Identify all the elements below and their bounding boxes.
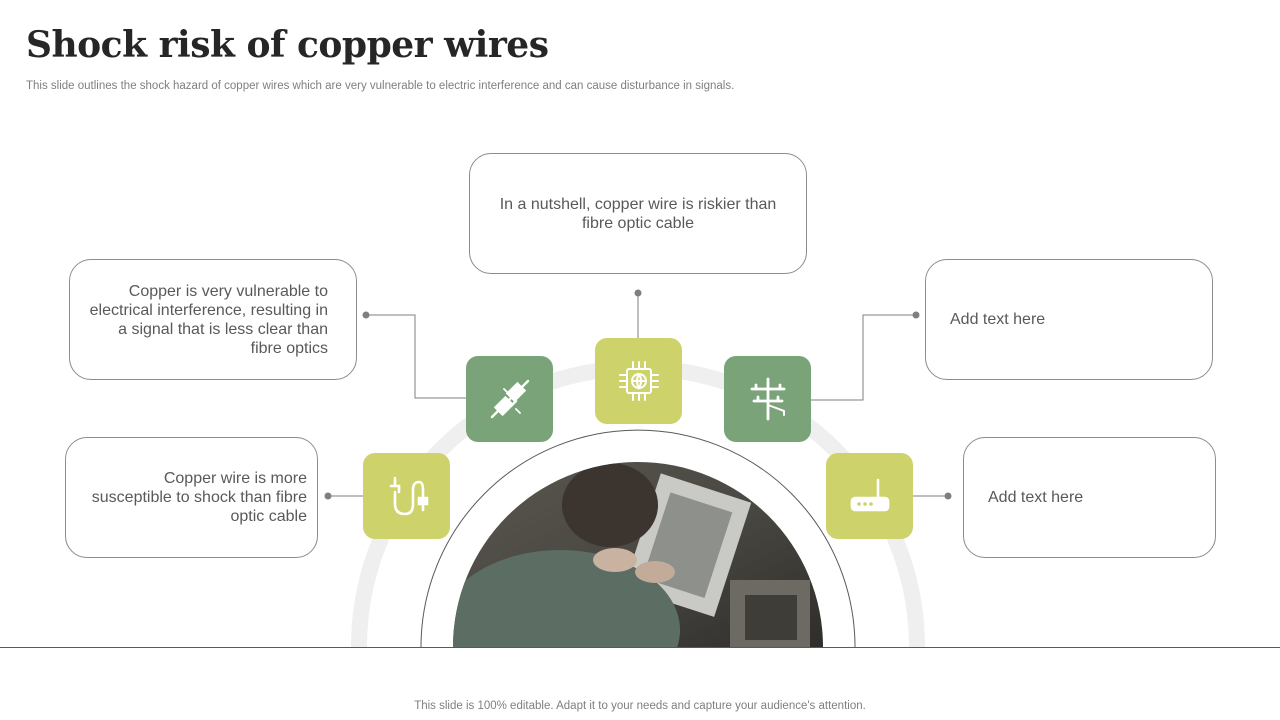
callout-left-lower: Copper wire is more susceptible to shock… xyxy=(65,437,318,558)
tile-router xyxy=(826,453,913,539)
page-title: Shock risk of copper wires xyxy=(26,24,549,66)
tile-broken-plug xyxy=(466,356,553,442)
connectors xyxy=(328,293,948,497)
callout-top-text: In a nutshell, copper wire is riskier th… xyxy=(499,195,777,232)
technician-photo xyxy=(453,462,823,647)
router-icon xyxy=(850,478,889,512)
cable-plug-icon xyxy=(389,476,428,516)
chip-globe-icon xyxy=(618,361,659,401)
callout-top: In a nutshell, copper wire is riskier th… xyxy=(469,153,807,274)
callout-right-upper-text: Add text here xyxy=(950,311,1046,328)
tile-chip-globe xyxy=(595,338,682,424)
callout-right-lower-text: Add text here xyxy=(988,489,1084,506)
callout-right-upper: Add text here xyxy=(925,259,1213,380)
photo-outline-arc xyxy=(420,429,856,648)
page-footer: This slide is 100% editable. Adapt it to… xyxy=(414,700,866,712)
tile-utility-pole xyxy=(724,356,811,442)
page-subtitle: This slide outlines the shock hazard of … xyxy=(26,80,735,92)
broken-plug-icon xyxy=(490,379,529,419)
callout-left-lower-text: Copper wire is more susceptible to shock… xyxy=(91,470,307,525)
callout-left-upper: Copper is very vulnerable to electrical … xyxy=(69,259,357,380)
connector-dots xyxy=(324,289,952,500)
callout-left-upper-text: Copper is very vulnerable to electrical … xyxy=(89,282,328,357)
callout-right-lower: Add text here xyxy=(963,437,1216,558)
utility-pole-icon xyxy=(750,377,785,421)
tile-cable xyxy=(363,453,450,539)
